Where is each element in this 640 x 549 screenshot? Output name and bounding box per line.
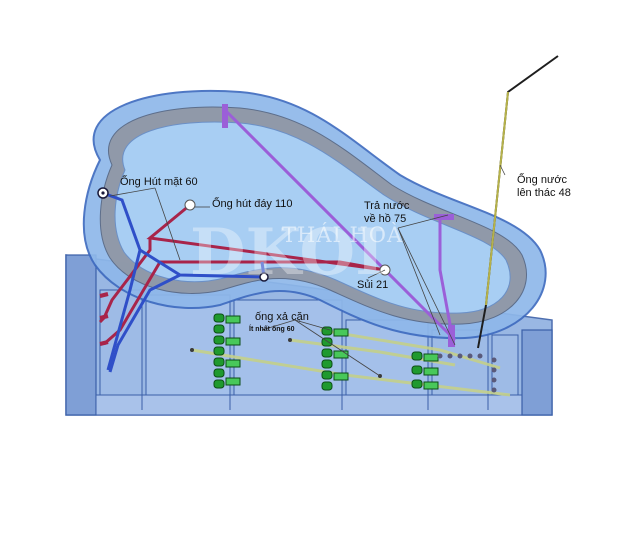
label-ong-hut-day: Ống hút đáy 110: [212, 198, 293, 210]
label-ong-nuoc-2: lên thác 48: [517, 187, 571, 199]
red-outlet-stubs: [99, 292, 109, 346]
label-it-nhat: Ít nhất ống 60: [249, 326, 295, 333]
leader-lines: [109, 164, 506, 377]
watermark-logo: DKOI: [190, 215, 386, 290]
fittings: [97, 187, 391, 378]
watermark-text: THÁI HOÀ: [282, 223, 404, 247]
waterfall-pipe: [477, 55, 559, 349]
skimmer-pipes: [102, 191, 266, 373]
pump-outlets: [437, 353, 497, 393]
label-tra-nuoc-2: về hồ 75: [364, 213, 407, 225]
valve-bank-1: [213, 313, 241, 389]
valve-bank-3: [411, 351, 439, 390]
label-sui: Sủi 21: [357, 279, 389, 291]
label-ong-hut-mat: Ống Hút mặt 60: [120, 176, 198, 188]
valve-bank-2: [321, 326, 349, 391]
label-ong-nuoc-1: Ống nước: [517, 174, 568, 186]
label-tra-nuoc-1: Trả nước: [364, 200, 410, 212]
label-ong-xa-can: ống xả cặn: [255, 311, 309, 323]
return-pipes: [222, 104, 457, 347]
